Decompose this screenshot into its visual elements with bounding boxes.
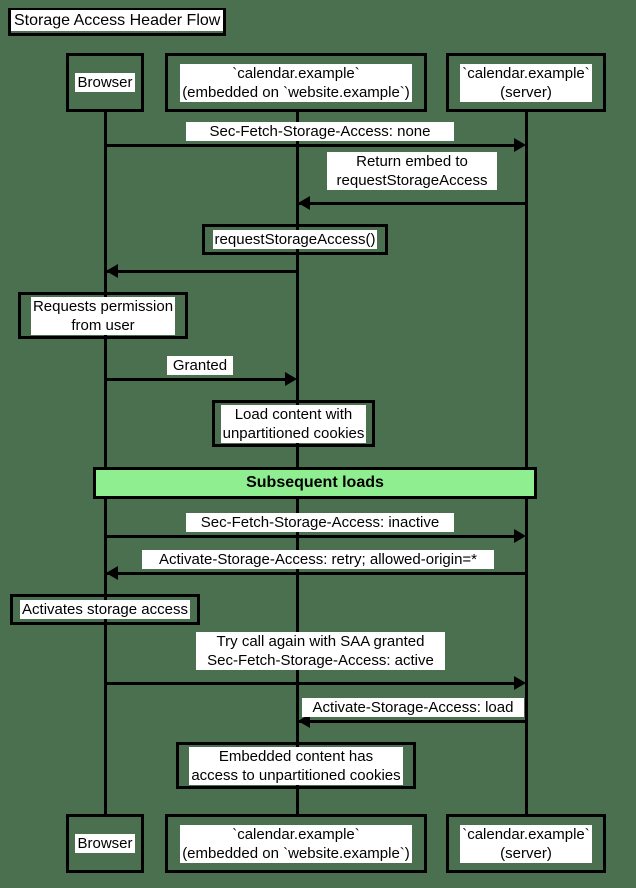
participant-label: Browser (75, 73, 135, 92)
lifeline-browser (104, 112, 107, 814)
arrowhead-m6 (106, 566, 118, 580)
participant-embed-top[interactable]: `calendar.example` (embedded on `website… (165, 53, 427, 112)
lifeline-server (525, 112, 528, 814)
message-label-m6: Activate-Storage-Access: retry; allowed-… (142, 550, 494, 569)
participant-label: `calendar.example` (embedded on `website… (180, 63, 412, 102)
divider-subsequent-loads: Subsequent loads (93, 467, 537, 499)
participant-embed-bottom[interactable]: `calendar.example` (embedded on `website… (165, 814, 427, 873)
note-text: Embedded content has access to unpartiti… (189, 746, 403, 785)
note-activates-storage-access: Activates storage access (10, 594, 200, 625)
note-request-storage-access: requestStorageAccess() (202, 224, 388, 255)
participant-label: `calendar.example` (server) (460, 824, 592, 863)
note-requests-permission: Requests permission from user (18, 292, 188, 339)
participant-label: `calendar.example` (server) (460, 63, 592, 102)
message-line-m1 (105, 144, 520, 147)
message-line-m6 (106, 572, 527, 575)
note-text: Load content with unpartitioned cookies (220, 404, 367, 443)
lifeline-embed (296, 112, 299, 814)
message-label-m2: Return embed to requestStorageAccess (327, 152, 497, 190)
diagram-title-frame: Storage Access Header Flow (8, 8, 226, 36)
arrowhead-m2 (298, 196, 310, 210)
message-label-m8: Activate-Storage-Access: load (302, 698, 524, 717)
message-line-m4 (105, 378, 291, 381)
note-text: Requests permission from user (30, 296, 176, 335)
message-label-m5: Sec-Fetch-Storage-Access: inactive (186, 513, 454, 532)
participant-label: `calendar.example` (embedded on `website… (180, 824, 412, 863)
page-title: Storage Access Header Flow (11, 10, 224, 31)
note-embedded-content-access: Embedded content has access to unpartiti… (176, 742, 416, 789)
arrowhead-m5 (514, 529, 526, 543)
message-line-m8 (298, 720, 527, 723)
arrowhead-m1 (514, 138, 526, 152)
participant-server-top[interactable]: `calendar.example` (server) (446, 53, 606, 112)
note-text: requestStorageAccess() (212, 230, 378, 249)
message-label-m7: Try call again with SAA granted Sec-Fetc… (196, 632, 445, 670)
participant-browser-bottom[interactable]: Browser (66, 814, 144, 873)
message-line-m3 (106, 270, 298, 273)
participant-server-bottom[interactable]: `calendar.example` (server) (446, 814, 606, 873)
message-label-m1: Sec-Fetch-Storage-Access: none (186, 122, 454, 141)
message-label-m4: Granted (167, 356, 233, 375)
note-text: Activates storage access (20, 600, 190, 619)
participant-label: Browser (75, 834, 135, 853)
arrowhead-m8 (298, 714, 310, 728)
message-line-m2 (298, 202, 527, 205)
divider-label: Subsequent loads (246, 474, 384, 491)
arrowhead-m4 (285, 372, 297, 386)
arrowhead-m7 (514, 676, 526, 690)
note-load-content: Load content with unpartitioned cookies (212, 400, 375, 447)
participant-browser-top[interactable]: Browser (66, 53, 144, 112)
arrowhead-m3 (106, 264, 118, 278)
message-line-m5 (105, 535, 520, 538)
message-line-m7 (105, 682, 520, 685)
